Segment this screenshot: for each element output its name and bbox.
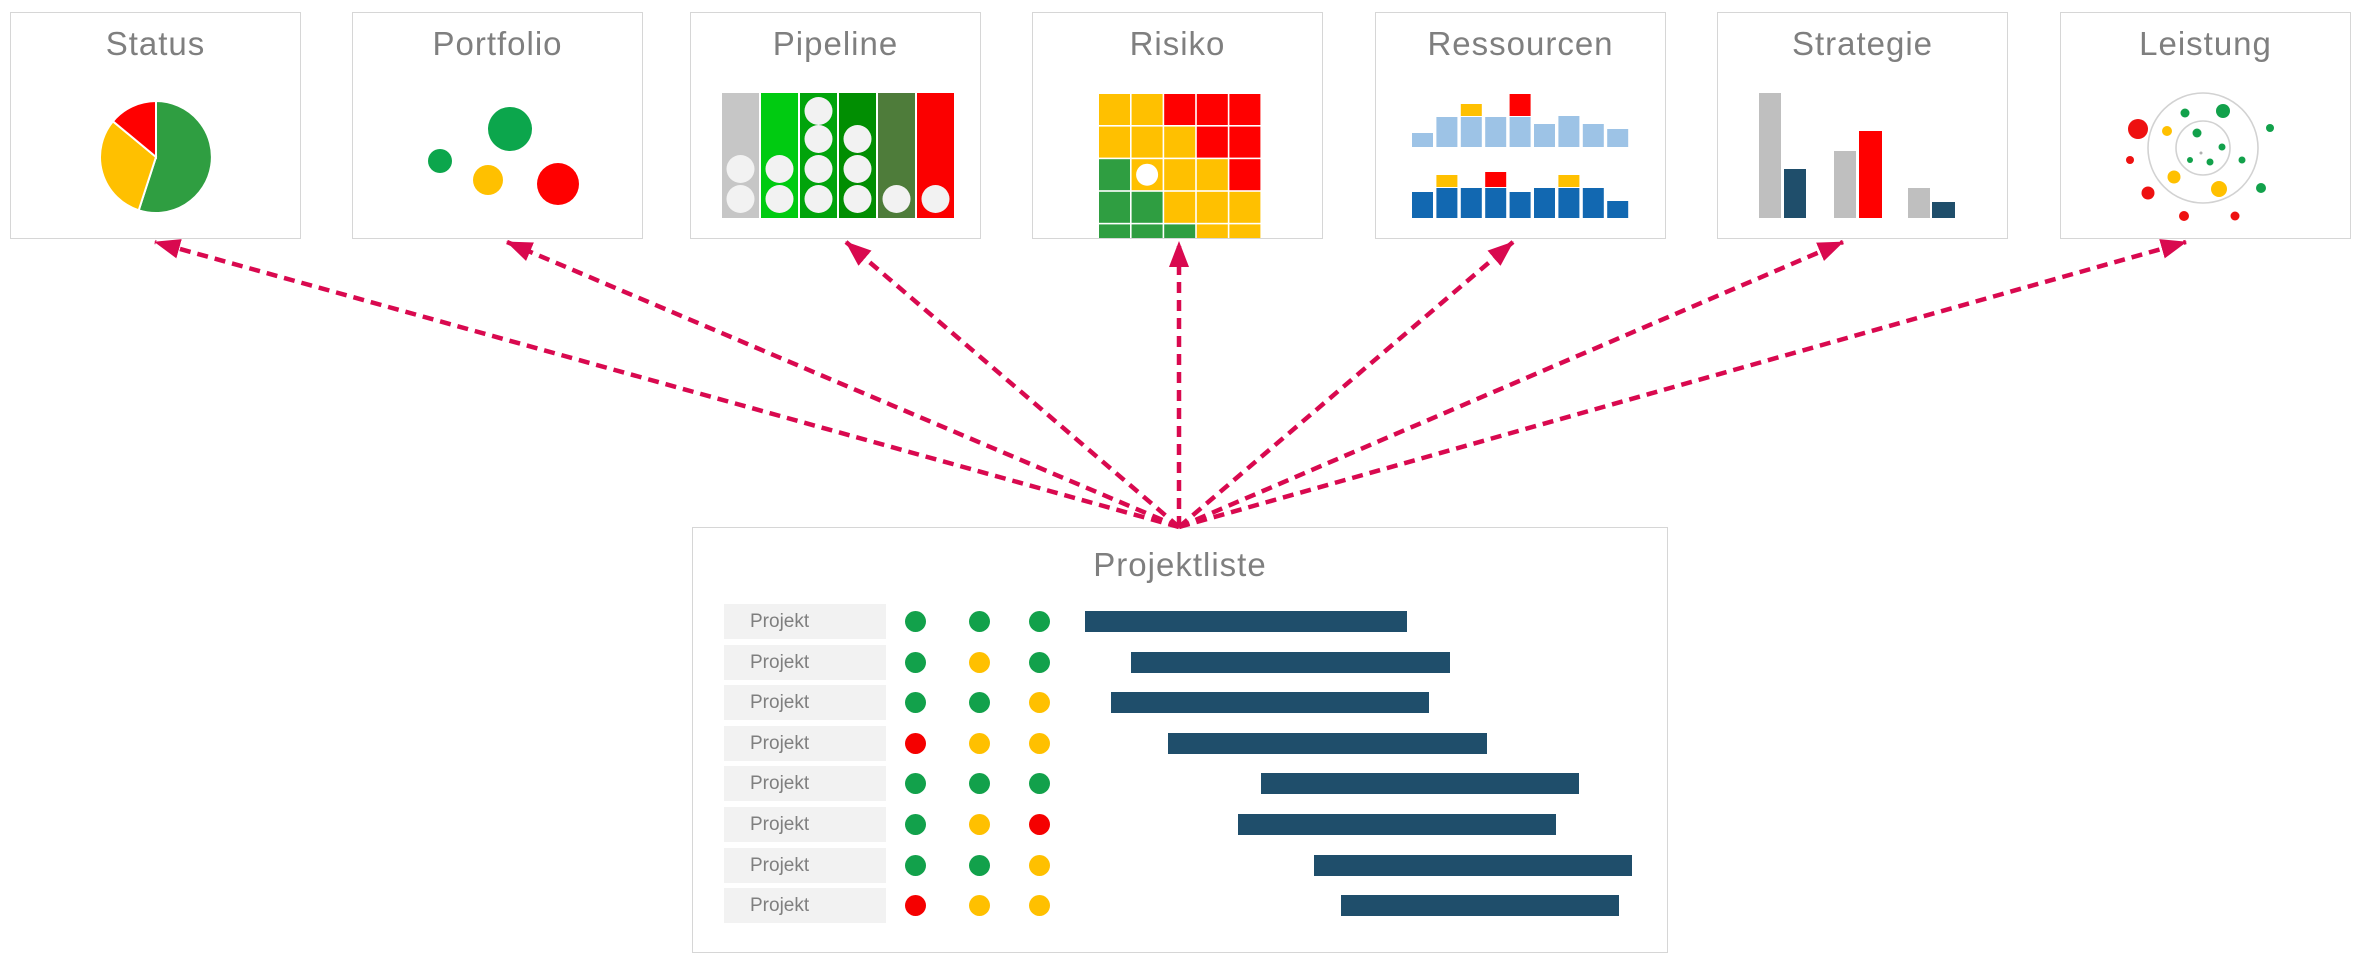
card-ressourcen[interactable]: Ressourcen bbox=[1375, 12, 1666, 239]
arrow-to-strategie bbox=[1178, 239, 1844, 530]
gantt-bar bbox=[1341, 895, 1619, 917]
project-row: Projekt bbox=[693, 888, 1667, 924]
status-dot bbox=[1029, 773, 1050, 795]
project-row: Projekt bbox=[693, 725, 1667, 761]
strategie-bar-chart bbox=[1718, 13, 2007, 238]
status-dot bbox=[905, 692, 926, 714]
leistung-radar-chart bbox=[2061, 13, 2350, 238]
status-dot bbox=[1029, 854, 1050, 876]
arrow-to-portfolio bbox=[506, 239, 1180, 530]
project-label[interactable]: Projekt bbox=[724, 685, 886, 721]
gantt-bar bbox=[1111, 692, 1429, 714]
status-dot bbox=[1029, 732, 1050, 754]
portfolio-bubble-chart bbox=[353, 13, 642, 238]
status-dot bbox=[1029, 692, 1050, 714]
arrow-to-status bbox=[154, 239, 1180, 530]
status-dot bbox=[969, 732, 990, 754]
project-row: Projekt bbox=[693, 847, 1667, 883]
project-row: Projekt bbox=[693, 766, 1667, 802]
project-row: Projekt bbox=[693, 685, 1667, 721]
status-dot bbox=[905, 854, 926, 876]
project-label[interactable]: Projekt bbox=[724, 847, 886, 883]
status-dot bbox=[905, 611, 926, 632]
status-dot bbox=[969, 651, 990, 673]
project-label[interactable]: Projekt bbox=[724, 766, 886, 802]
status-dot bbox=[969, 773, 990, 795]
status-dot bbox=[969, 854, 990, 876]
card-risiko[interactable]: Risiko bbox=[1032, 12, 1323, 256]
card-portfolio-title: Portfolio bbox=[432, 25, 563, 62]
ressourcen-bar-chart bbox=[1376, 13, 1665, 238]
projektliste-title: Projektliste bbox=[1093, 546, 1267, 583]
card-leistung-title: Leistung bbox=[2139, 25, 2272, 62]
card-strategie[interactable]: Strategie bbox=[1717, 12, 2008, 239]
card-pipeline[interactable]: Pipeline bbox=[690, 12, 981, 239]
status-dot bbox=[905, 773, 926, 795]
status-dot bbox=[905, 814, 926, 835]
project-label[interactable]: Projekt bbox=[724, 725, 886, 761]
card-leistung[interactable]: Leistung bbox=[2060, 12, 2351, 239]
status-dot bbox=[1029, 651, 1050, 673]
arrow-to-pipeline bbox=[844, 240, 1181, 529]
project-row: Projekt bbox=[693, 807, 1667, 842]
status-dot bbox=[969, 611, 990, 632]
card-risiko-title: Risiko bbox=[1129, 25, 1226, 62]
status-dot bbox=[905, 732, 926, 754]
project-row: Projekt bbox=[693, 604, 1667, 639]
status-dot bbox=[905, 651, 926, 673]
pipeline-funnel-chart bbox=[691, 13, 980, 238]
project-label[interactable]: Projekt bbox=[724, 604, 886, 639]
project-label[interactable]: Projekt bbox=[724, 644, 886, 680]
card-ressourcen-title: Ressourcen bbox=[1427, 25, 1614, 62]
card-pipeline-title: Pipeline bbox=[772, 25, 899, 62]
card-status-title: Status bbox=[105, 25, 206, 62]
status-dot bbox=[969, 814, 990, 835]
status-dot bbox=[969, 692, 990, 714]
gantt-bar bbox=[1238, 814, 1556, 835]
gantt-bar bbox=[1261, 773, 1579, 795]
status-dot bbox=[1029, 895, 1050, 917]
gantt-bar bbox=[1314, 854, 1632, 876]
card-status[interactable]: Status bbox=[10, 12, 301, 239]
risiko-matrix-chart bbox=[1033, 13, 1322, 256]
project-label[interactable]: Projekt bbox=[724, 807, 886, 842]
status-dot bbox=[1029, 611, 1050, 632]
status-dot bbox=[905, 895, 926, 917]
arrow-to-leistung bbox=[1178, 239, 2187, 530]
status-dot bbox=[1029, 814, 1050, 835]
gantt-bar bbox=[1085, 611, 1407, 632]
project-label[interactable]: Projekt bbox=[724, 888, 886, 924]
status-pie-chart bbox=[11, 13, 300, 238]
gantt-bar bbox=[1168, 732, 1487, 754]
arrow-to-ressourcen bbox=[1177, 240, 1515, 529]
gantt-bar bbox=[1131, 651, 1450, 673]
card-portfolio[interactable]: Portfolio bbox=[352, 12, 643, 239]
card-strategie-title: Strategie bbox=[1791, 25, 1934, 62]
status-dot bbox=[969, 895, 990, 917]
project-row: Projekt bbox=[693, 644, 1667, 680]
